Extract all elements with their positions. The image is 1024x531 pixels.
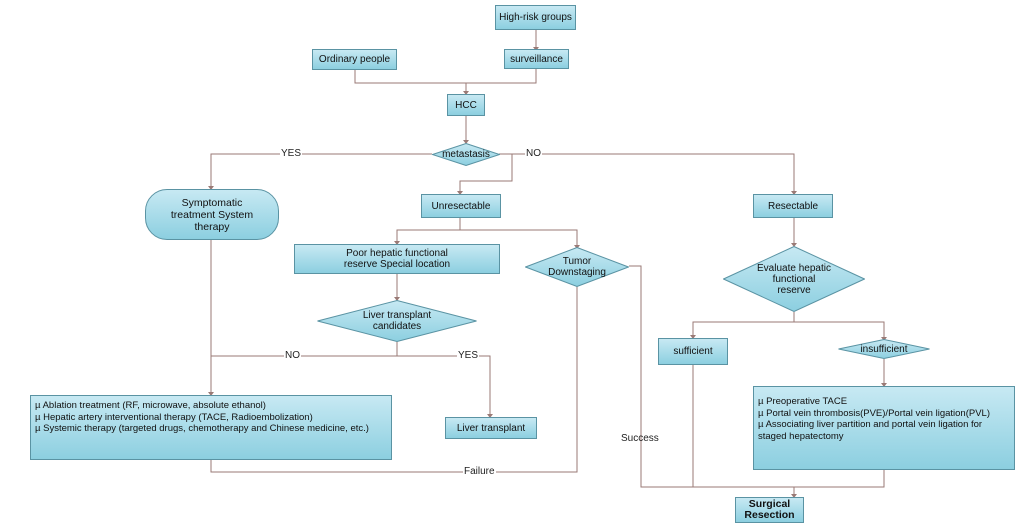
right-treatment-item: µ Portal vein thrombosis(PVE)/Portal vei… [758,407,990,419]
tumor-downstaging-label: Tumor Downstaging [548,256,606,278]
sufficient-box: sufficient [658,338,728,365]
unresectable-label: Unresectable [431,200,491,212]
failure-label: Failure [463,466,496,477]
surveillance-label: surveillance [510,53,563,65]
transplant-candidates-label: Liver transplant candidates [362,310,432,332]
poor-reserve-box: Poor hepatic functional reserve Special … [294,244,500,274]
evaluate-reserve-label: Evaluate hepatic functional reserve [757,262,831,296]
right-treatment-list: µ Preoperative TACE µ Portal vein thromb… [753,386,1015,470]
unresectable-box: Unresectable [421,194,501,218]
hcc-label: HCC [455,99,477,111]
insufficient-label: insufficient [860,343,908,355]
left-treatment-item: µ Hepatic artery interventional therapy … [35,411,313,423]
left-treatment-list: µ Ablation treatment (RF, microwave, abs… [30,395,392,460]
ordinary-people-box: Ordinary people [312,49,397,70]
hcc-box: HCC [447,94,485,116]
insufficient-decision: insufficient [838,339,930,359]
success-label: Success [621,433,659,444]
yes-metastasis-label: YES [280,148,303,159]
surveillance-box: surveillance [504,49,569,69]
symptomatic-treatment-label: Symptomatic treatment System therapy [170,196,254,233]
left-treatment-item: µ Ablation treatment (RF, microwave, abs… [35,400,266,411]
symptomatic-treatment-box: Symptomatic treatment System therapy [145,189,279,240]
right-treatment-item: µ Preoperative TACE [758,396,848,407]
left-treatment-item: µ Systemic therapy (targeted drugs, chem… [35,423,369,434]
metastasis-label: metastasis [442,149,490,160]
high-risk-groups-label: High-risk groups [499,12,572,23]
high-risk-groups-box: High-risk groups [495,5,576,30]
resectable-label: Resectable [767,200,819,212]
yes-transplant-label: YES [457,350,480,361]
no-metastasis-label: NO [525,148,542,159]
right-treatment-item: µ Associating liver partition and portal… [758,419,983,442]
surgical-resection-box: Surgical Resection [735,497,804,523]
no-transplant-label: NO [284,350,301,361]
ordinary-people-label: Ordinary people [318,54,391,65]
poor-reserve-label: Poor hepatic functional reserve Special … [343,248,451,270]
tumor-downstaging-decision: Tumor Downstaging [525,247,629,287]
sufficient-label: sufficient [673,346,713,357]
surgical-resection-label: Surgical Resection [744,498,795,521]
evaluate-reserve-decision: Evaluate hepatic functional reserve [723,246,865,312]
liver-transplant-label: Liver transplant [456,422,526,434]
resectable-box: Resectable [753,194,833,218]
metastasis-decision: metastasis [432,143,500,166]
liver-transplant-box: Liver transplant [445,417,537,439]
transplant-candidates-decision: Liver transplant candidates [317,300,477,342]
